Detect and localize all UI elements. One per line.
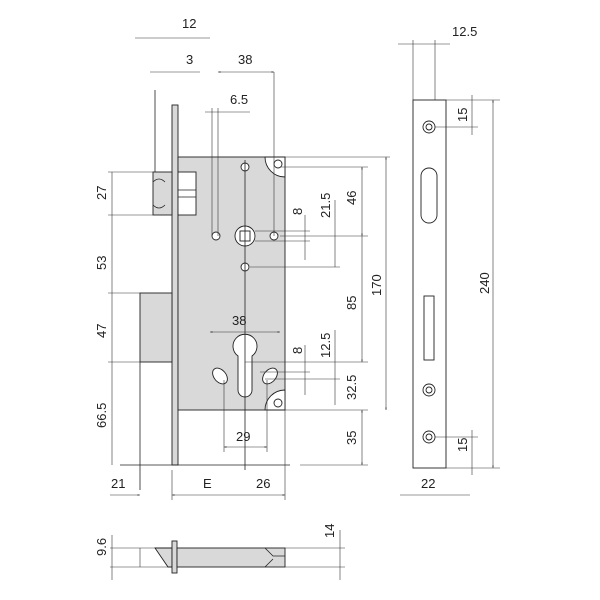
dim-label: 46: [344, 191, 359, 205]
dim-label: 38: [238, 52, 252, 67]
dim-label: 12.5: [318, 333, 333, 358]
dim-label: 14: [322, 524, 337, 538]
dim-label: 15: [455, 108, 470, 122]
dim-label: 32.5: [344, 375, 359, 400]
dim-label: 6.5: [230, 92, 248, 107]
lock-front-view: [120, 90, 290, 490]
dim-label: 38: [232, 313, 246, 328]
dim-label: 21: [111, 476, 125, 491]
dim-label: 8: [290, 208, 305, 215]
dim-label: 47: [94, 324, 109, 338]
dim-label: 9.6: [94, 538, 109, 556]
faceplate-side-view: [398, 40, 500, 496]
dim-label: 12.5: [452, 24, 477, 39]
dim-label: 29: [236, 429, 250, 444]
dim-label: 170: [369, 274, 384, 296]
section-view: [110, 530, 345, 580]
forend-plate: [171, 104, 179, 466]
screw-icon: [273, 398, 283, 408]
dimension-labels: 12 3 38 6.5 27 53 47 66.5 8 21.5 46 170 …: [94, 16, 492, 556]
dead-bolt: [139, 292, 173, 363]
dim-label: 35: [344, 431, 359, 445]
dim-label: 53: [94, 256, 109, 270]
dim-label: 15: [455, 438, 470, 452]
dim-label: 66.5: [94, 403, 109, 428]
dim-label: 240: [477, 272, 492, 294]
dim-label: 12: [182, 16, 196, 31]
dim-label: 22: [421, 476, 435, 491]
latch-slot: [420, 167, 438, 224]
dim-label: E: [203, 476, 212, 491]
latch-body: [177, 171, 197, 216]
dim-label: 26: [256, 476, 270, 491]
dim-label: 85: [344, 296, 359, 310]
dim-label: 27: [94, 186, 109, 200]
dim-label: 8: [290, 347, 305, 354]
bolt-slot: [423, 295, 435, 361]
faceplate: [412, 99, 447, 469]
dimension-lines: [108, 37, 390, 500]
latch-bolt: [152, 171, 173, 216]
dim-label: 3: [186, 52, 193, 67]
dim-label: 21.5: [318, 193, 333, 218]
